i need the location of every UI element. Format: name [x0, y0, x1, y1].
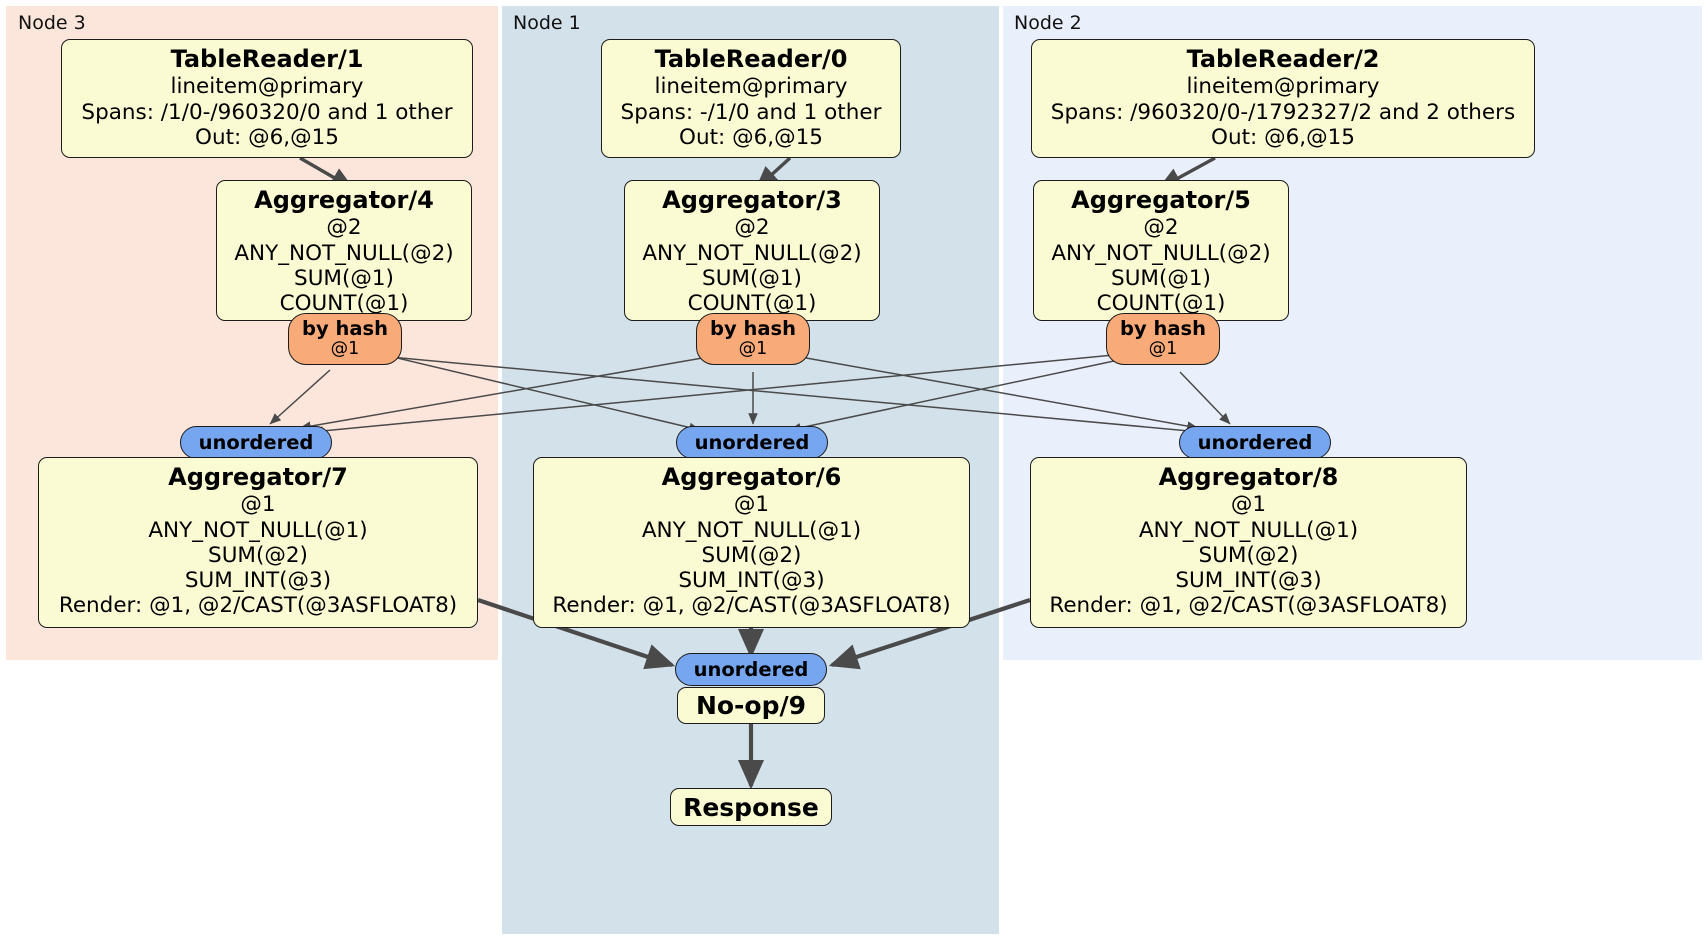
processor-detail: @2 [326, 215, 362, 241]
processor-detail: SUM(@1) [702, 265, 802, 291]
processor-detail: SUM(@2) [1198, 542, 1299, 568]
synchronizer-unordered-final[interactable]: unordered [675, 653, 827, 686]
processor-detail: ANY_NOT_NULL(@2) [642, 240, 862, 266]
processor-detail: Spans: /1/0-/960320/0 and 1 other [81, 99, 453, 125]
processor-aggregator-6[interactable]: Aggregator/6 @1 ANY_NOT_NULL(@1) SUM(@2)… [533, 457, 970, 628]
synchronizer-label: unordered [694, 430, 810, 454]
processor-detail: SUM(@1) [1111, 265, 1211, 291]
synchronizer-unordered-left[interactable]: unordered [180, 426, 332, 459]
processor-title: Aggregator/3 [662, 186, 842, 214]
processor-table-reader-2[interactable]: TableReader/2 lineitem@primary Spans: /9… [1031, 39, 1535, 158]
processor-title: TableReader/0 [654, 45, 848, 73]
node-label-node3: Node 3 [18, 12, 86, 34]
processor-detail: COUNT(@1) [1096, 291, 1226, 317]
router-key: @1 [330, 339, 360, 360]
node-label-node2: Node 2 [1014, 12, 1082, 34]
synchronizer-label: unordered [693, 657, 809, 681]
processor-detail: SUM_INT(@3) [1175, 568, 1322, 594]
processor-detail: COUNT(@1) [687, 291, 817, 317]
synchronizer-label: unordered [1197, 430, 1313, 454]
router-label: by hash [710, 317, 796, 341]
processor-detail: Out: @6,@15 [195, 124, 339, 150]
router-key: @1 [1148, 339, 1178, 360]
processor-table-reader-1[interactable]: TableReader/1 lineitem@primary Spans: /1… [61, 39, 473, 158]
processor-detail: @2 [1143, 215, 1179, 241]
processor-detail: Out: @6,@15 [679, 124, 823, 150]
synchronizer-unordered-right[interactable]: unordered [1179, 426, 1331, 459]
processor-detail: SUM_INT(@3) [184, 568, 332, 594]
synchronizer-label: unordered [198, 430, 314, 454]
processor-detail: lineitem@primary [170, 74, 364, 100]
processor-detail: SUM_INT(@3) [678, 568, 825, 594]
processor-aggregator-7[interactable]: Aggregator/7 @1 ANY_NOT_NULL(@1) SUM(@2)… [38, 457, 478, 628]
processor-detail: @1 [1230, 492, 1267, 518]
processor-detail: lineitem@primary [654, 74, 848, 100]
processor-title: TableReader/2 [1186, 45, 1380, 73]
hash-router-right[interactable]: by hash @1 [1106, 313, 1220, 365]
processor-detail: SUM(@1) [294, 265, 394, 291]
processor-detail: SUM(@2) [208, 542, 308, 568]
processor-detail: COUNT(@1) [279, 291, 409, 317]
hash-router-center[interactable]: by hash @1 [696, 313, 810, 365]
processor-detail: ANY_NOT_NULL(@1) [148, 517, 368, 543]
processor-detail: ANY_NOT_NULL(@2) [234, 240, 454, 266]
processor-table-reader-0[interactable]: TableReader/0 lineitem@primary Spans: -/… [601, 39, 901, 158]
hash-router-left[interactable]: by hash @1 [288, 313, 402, 365]
processor-render: Render: @1, @2/CAST(@3ASFLOAT8) [58, 593, 458, 619]
processor-detail: ANY_NOT_NULL(@2) [1051, 240, 1271, 266]
processor-detail: Spans: /960320/0-/1792327/2 and 2 others [1050, 99, 1516, 125]
processor-title: Aggregator/5 [1071, 186, 1251, 214]
processor-noop-9[interactable]: No-op/9 [677, 687, 825, 724]
router-label: by hash [1120, 317, 1206, 341]
processor-title: TableReader/1 [170, 45, 364, 73]
processor-title: Aggregator/8 [1158, 463, 1339, 491]
processor-response[interactable]: Response [670, 788, 832, 826]
processor-detail: @2 [734, 215, 770, 241]
processor-render: Render: @1, @2/CAST(@3ASFLOAT8) [552, 593, 951, 619]
router-label: by hash [302, 317, 388, 341]
processor-detail: ANY_NOT_NULL(@1) [641, 517, 862, 543]
processor-title: Aggregator/7 [168, 463, 348, 491]
processor-detail: lineitem@primary [1186, 74, 1380, 100]
processor-detail: ANY_NOT_NULL(@1) [1138, 517, 1359, 543]
router-key: @1 [738, 339, 768, 360]
processor-detail: SUM(@2) [701, 542, 802, 568]
processor-title: Aggregator/4 [254, 186, 434, 214]
processor-detail: @1 [240, 492, 276, 518]
processor-aggregator-5[interactable]: Aggregator/5 @2 ANY_NOT_NULL(@2) SUM(@1)… [1033, 180, 1289, 321]
processor-detail: @1 [733, 492, 770, 518]
synchronizer-unordered-center[interactable]: unordered [676, 426, 828, 459]
processor-title: Aggregator/6 [661, 463, 842, 491]
processor-render: Render: @1, @2/CAST(@3ASFLOAT8) [1049, 593, 1448, 619]
processor-aggregator-4[interactable]: Aggregator/4 @2 ANY_NOT_NULL(@2) SUM(@1)… [216, 180, 472, 321]
processor-aggregator-8[interactable]: Aggregator/8 @1 ANY_NOT_NULL(@1) SUM(@2)… [1030, 457, 1467, 628]
processor-detail: Out: @6,@15 [1211, 124, 1355, 150]
node-label-node1: Node 1 [513, 12, 581, 34]
processor-aggregator-3[interactable]: Aggregator/3 @2 ANY_NOT_NULL(@2) SUM(@1)… [624, 180, 880, 321]
processor-detail: Spans: -/1/0 and 1 other [620, 99, 882, 125]
